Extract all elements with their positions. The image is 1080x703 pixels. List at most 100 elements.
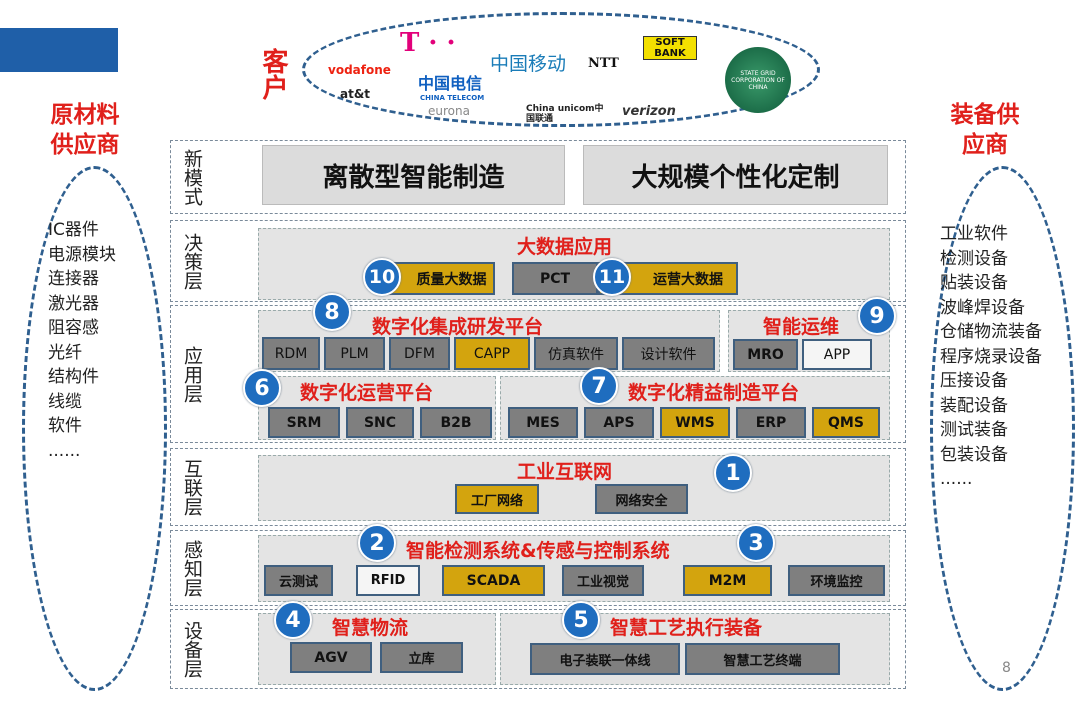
customer-label: 客户 <box>258 48 288 100</box>
state-grid-text: STATE GRID CORPORATION OF CHINA <box>731 69 785 91</box>
qms-box: QMS <box>812 407 880 438</box>
layer-label-internet: 互联层 <box>181 458 203 516</box>
row-sensing <box>170 530 906 606</box>
mass-customization: 大规模个性化定制 <box>583 145 888 205</box>
list-item: 仓储物流装备 <box>940 322 1042 342</box>
smart-om-title: 智能运维 <box>763 316 840 338</box>
network-security-box: 网络安全 <box>595 484 688 514</box>
warehouse-box: 立库 <box>380 642 463 673</box>
raw-suppliers-list: IC器件 电源模块 连接器 激光器 阻容感 光纤 结构件 线缆 软件 .....… <box>48 218 116 463</box>
erp-box: ERP <box>736 407 806 438</box>
list-item: ...... <box>940 469 973 489</box>
row-internet <box>170 448 906 526</box>
raw-suppliers-title: 原材料供应商 <box>50 102 120 158</box>
list-item: 连接器 <box>48 269 99 289</box>
list-item: 程序烧录设备 <box>940 346 1042 367</box>
logo-tmobile: T · · <box>400 28 456 58</box>
logo-china-telecom: 中国电信 <box>418 74 483 93</box>
row-decision <box>170 220 906 302</box>
capp-box: CAPP <box>454 337 530 370</box>
smart-process-title: 智慧工艺执行装备 <box>610 617 763 639</box>
logo-state-grid: STATE GRID CORPORATION OF CHINA <box>725 47 791 113</box>
mes-box: MES <box>508 407 578 438</box>
dfm-box: DFM <box>389 337 450 370</box>
number-badge-2: 2 <box>358 524 396 562</box>
number-badge-10: 10 <box>363 258 401 296</box>
layer-label-new-mode: 新模式 <box>181 148 203 206</box>
scada-box: SCADA <box>442 565 545 596</box>
lean-platform-title: 数字化精益制造平台 <box>628 382 800 404</box>
smt-line-box: 电子装联一体线 <box>530 643 680 675</box>
equip-suppliers-list: 工业软件 检测设备 贴装设备 波峰焊设备 仓储物流装备 程序烧录设备 压接设备 … <box>940 222 1042 492</box>
list-item: 激光器 <box>48 293 99 314</box>
list-item: 软件 <box>48 416 82 436</box>
number-badge-4: 4 <box>274 601 312 639</box>
equip-suppliers-title: 装备供应商 <box>950 102 1020 158</box>
factory-network-box: 工厂网络 <box>455 484 539 514</box>
list-item: 贴装设备 <box>940 273 1008 293</box>
equip-suppliers-ellipse <box>930 166 1075 691</box>
row-new-mode <box>170 140 906 214</box>
rdm-box: RDM <box>262 337 320 370</box>
list-item: 电源模块 <box>48 244 116 265</box>
number-badge-7: 7 <box>580 367 618 405</box>
aps-box: APS <box>584 407 654 438</box>
industrial-internet-panel <box>258 455 890 521</box>
logo-verizon: verizon <box>622 104 676 119</box>
list-item: 包装设备 <box>940 444 1008 465</box>
number-badge-1: 1 <box>714 454 752 492</box>
logo-china-unicom: China unicom中国联通 <box>526 104 604 124</box>
layer-label-decision: 决策层 <box>181 232 203 290</box>
sensing-title: 智能检测系统&传感与控制系统 <box>406 540 670 562</box>
layer-label-application: 应用层 <box>181 345 203 403</box>
customer-ellipse <box>302 12 820 127</box>
list-item: 光纤 <box>48 342 82 363</box>
plm-box: PLM <box>324 337 385 370</box>
list-item: 装配设备 <box>940 395 1008 416</box>
layer-label-device: 设备层 <box>181 620 203 678</box>
list-item: 测试装备 <box>940 420 1008 440</box>
list-item: IC器件 <box>48 220 99 240</box>
list-item: 检测设备 <box>940 248 1008 269</box>
rd-platform-title: 数字化集成研发平台 <box>372 316 544 338</box>
design-software-box: 设计软件 <box>622 337 715 370</box>
list-item: 线缆 <box>48 391 82 412</box>
logo-softbank: SOFT BANK <box>643 36 697 60</box>
row-application <box>170 305 906 443</box>
rfid-box: RFID <box>356 565 420 596</box>
number-badge-9: 9 <box>858 297 896 335</box>
mro-box: MRO <box>733 339 798 370</box>
smart-process-terminal-box: 智慧工艺终端 <box>685 643 840 675</box>
list-item: ...... <box>48 440 81 461</box>
snc-box: SNC <box>346 407 414 438</box>
discrete-smart-manufacturing: 离散型智能制造 <box>262 145 565 205</box>
agv-box: AGV <box>290 642 372 673</box>
logo-att: at&t <box>340 87 371 101</box>
simulation-software-box: 仿真软件 <box>534 337 618 370</box>
layer-label-sensing: 感知层 <box>181 539 203 597</box>
raw-suppliers-ellipse <box>22 166 167 691</box>
list-item: 结构件 <box>48 367 99 387</box>
cloud-test-box: 云测试 <box>264 565 333 596</box>
ops-platform-title: 数字化运营平台 <box>300 382 434 404</box>
smart-logistics-title: 智慧物流 <box>332 617 409 639</box>
title-bar-accent <box>0 28 118 72</box>
list-item: 工业软件 <box>940 224 1008 244</box>
list-item: 压接设备 <box>940 371 1008 391</box>
number-badge-6: 6 <box>243 369 281 407</box>
number-badge-5: 5 <box>562 601 600 639</box>
row-device <box>170 609 906 689</box>
srm-box: SRM <box>268 407 340 438</box>
number-badge-8: 8 <box>313 293 351 331</box>
b2b-box: B2B <box>420 407 492 438</box>
big-data-title: 大数据应用 <box>517 236 613 258</box>
number-badge-11: 11 <box>593 258 631 296</box>
list-item: 波峰焊设备 <box>940 297 1025 318</box>
industrial-vision-box: 工业视觉 <box>562 565 644 596</box>
m2m-box: M2M <box>683 565 772 596</box>
logo-vodafone: vodafone <box>328 63 391 77</box>
page-number: 8 <box>1002 660 1011 676</box>
logo-eurona: eurona <box>428 104 470 118</box>
pct-box: PCT <box>512 262 598 295</box>
logo-china-telecom-en: CHINA TELECOM <box>420 94 485 102</box>
